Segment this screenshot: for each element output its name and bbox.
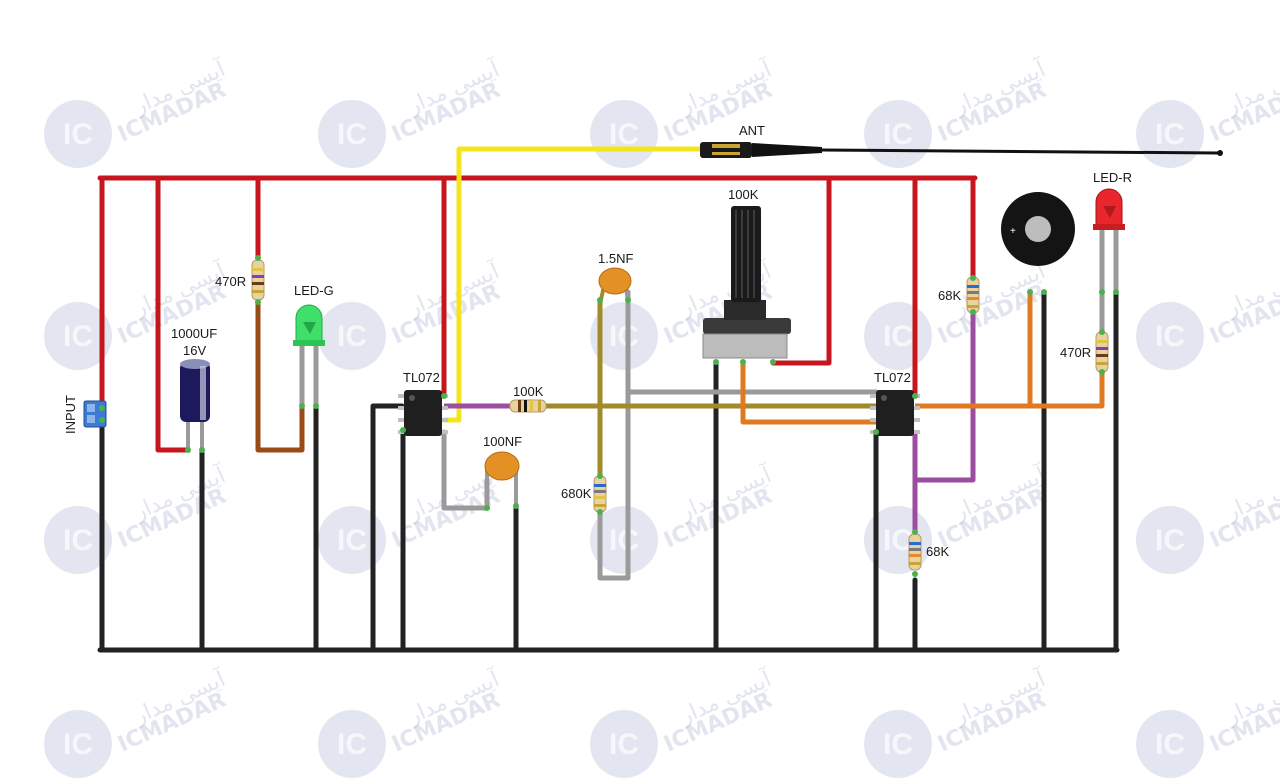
orange-wires [740,292,1105,425]
resistor-100k [509,399,547,413]
potentiometer-100k [702,206,791,359]
svg-text:IC: IC [1155,118,1185,151]
resistor-470r-led-g [251,259,265,301]
svg-text:IC: IC [63,524,93,557]
svg-text:IC: IC [63,728,93,761]
label-led-g: LED-G [294,283,334,298]
svg-text:IC: IC [337,524,367,557]
label-resistor-680k: 680K [561,486,592,501]
label-capacitor-1-5nf: 1.5NF [598,251,633,266]
junction-dots [185,255,1119,577]
electrolytic-capacitor [180,359,210,450]
svg-text:IC: IC [883,118,913,151]
svg-text:IC: IC [337,728,367,761]
label-capacitor-voltage: 16V [183,343,206,358]
power-wires [97,175,978,453]
led-green [293,304,325,346]
label-resistor-470r-led-g: 470R [215,274,246,289]
label-capacitor-value: 1000UF [171,326,217,341]
resistor-680k [593,475,607,513]
resistor-470r-led-r [1095,331,1109,373]
label-resistor-100k: 100K [513,384,544,399]
svg-text:IC: IC [337,320,367,353]
label-resistor-470r-led-r: 470R [1060,345,1091,360]
capacitor-100nf [484,451,520,508]
svg-text:IC: IC [883,320,913,353]
svg-text:+: + [1010,226,1016,237]
brown-wires [255,302,305,453]
svg-text:IC: IC [1155,320,1185,353]
label-potentiometer: 100K [728,187,759,202]
olive-wires [544,300,876,476]
svg-text:IC: IC [63,320,93,353]
svg-text:IC: IC [63,118,93,151]
buzzer: + [1001,192,1075,266]
resistor-68k-bottom [908,533,922,571]
ground-wires [97,289,1120,653]
svg-text:IC: IC [609,118,639,151]
label-resistor-68k-top: 68K [938,288,961,303]
svg-text:IC: IC [609,320,639,353]
yellow-wire [444,146,702,423]
svg-text:IC: IC [609,524,639,557]
led-red [1093,188,1125,230]
purple-wires [444,310,976,532]
label-led-r: LED-R [1093,170,1132,185]
label-antenna: ANT [739,123,765,138]
label-resistor-68k-bottom: 68K [926,544,949,559]
svg-text:IC: IC [1155,728,1185,761]
svg-text:IC: IC [1155,524,1185,557]
svg-text:IC: IC [609,728,639,761]
input-terminal [83,400,107,428]
svg-text:IC: IC [883,728,913,761]
label-ic-tl072-2: TL072 [874,370,911,385]
grey-wires [299,227,1119,581]
resistor-68k-top [966,276,980,314]
label-ic-tl072-1: TL072 [403,370,440,385]
antenna [700,142,1223,158]
label-capacitor-100nf: 100NF [483,434,522,449]
svg-text:IC: IC [883,524,913,557]
label-input: INPUT [63,395,78,434]
svg-text:IC: IC [337,118,367,151]
